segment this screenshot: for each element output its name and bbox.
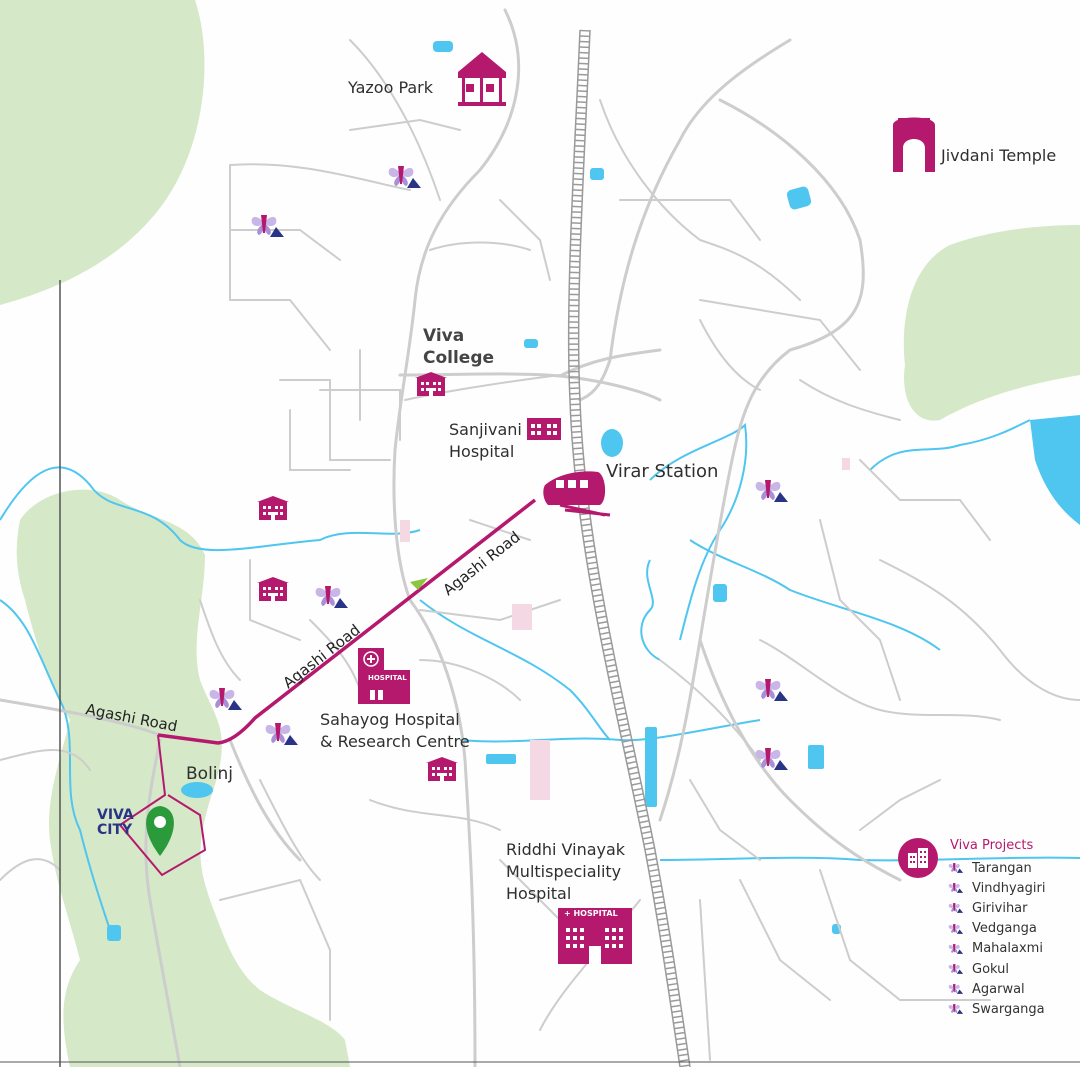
sahayog-hospital-label-line2: & Research Centre	[320, 732, 470, 751]
butterfly-icon	[948, 863, 964, 873]
legend-item-label: Mahalaxmi	[972, 941, 1043, 957]
legend-item-label: Swarganga	[972, 1001, 1045, 1017]
building-icon-1[interactable]	[257, 496, 289, 520]
riddhi-vinayak-hospital-icon[interactable]	[558, 908, 632, 964]
legend-item-label: Tarangan	[972, 860, 1032, 876]
building-icon-3[interactable]	[426, 757, 458, 781]
butterfly-icon	[948, 943, 964, 954]
butterfly-icon-5[interactable]	[265, 723, 298, 745]
riddhi-vinayak-label-line1: Riddhi Vinayak	[506, 840, 626, 859]
butterfly-icon-1[interactable]	[388, 166, 421, 188]
jivdani-temple-label: Jivdani Temple	[941, 146, 1057, 165]
butterfly-icon	[948, 1004, 964, 1015]
legend-item[interactable]: Vindhyagiri	[948, 878, 1045, 898]
butterfly-icon	[948, 903, 964, 914]
bolinj-label: Bolinj	[186, 764, 234, 784]
legend-item[interactable]: Swarganga	[948, 999, 1045, 1019]
sanjivani-hospital-label-line2: Hospital	[449, 442, 515, 461]
viva-city-label-line2: CITY	[97, 822, 133, 838]
butterfly-icon	[948, 964, 964, 974]
green-plot	[410, 578, 428, 590]
pink-plot-4	[400, 520, 410, 542]
pink-plot-2	[512, 604, 532, 630]
legend-item[interactable]: Tarangan	[948, 858, 1045, 878]
butterfly-icon	[948, 984, 964, 995]
sanjivani-hospital-icon[interactable]	[527, 418, 561, 440]
viva-city-label-line1: VIVA	[97, 807, 134, 823]
legend-item[interactable]: Vedganga	[948, 919, 1045, 939]
legend-list: Tarangan Vindhyagiri Girivihar Vedganga …	[948, 858, 1045, 1020]
sahayog-hospital-label-line1: Sahayog Hospital	[320, 710, 460, 729]
butterfly-icon	[948, 883, 964, 894]
butterfly-icon	[948, 923, 964, 934]
legend-item[interactable]: Agarwal	[948, 979, 1045, 999]
legend-item[interactable]: Mahalaxmi	[948, 939, 1045, 959]
viva-city-location-pin-icon[interactable]	[146, 806, 174, 856]
water-bodies	[107, 41, 1080, 941]
legend-item-label: Vedganga	[972, 921, 1037, 937]
train-icon[interactable]	[543, 471, 611, 517]
viva-college-label-line2: College	[423, 348, 495, 368]
sahayog-hospital-icon[interactable]	[358, 648, 410, 704]
butterfly-icon-4[interactable]	[209, 688, 242, 710]
temple-gate-icon[interactable]	[893, 117, 935, 173]
legend-item-label: Gokul	[972, 961, 1010, 977]
butterfly-icon-3[interactable]	[315, 586, 348, 608]
sanjivani-hospital-label-line1: Sanjivani	[449, 420, 522, 439]
riddhi-vinayak-label-line3: Hospital	[506, 884, 572, 903]
legend-item[interactable]: Gokul	[948, 959, 1045, 979]
carousel-icon[interactable]	[458, 52, 506, 106]
legend-title: Viva Projects	[950, 838, 1034, 853]
building-cluster-icon	[898, 838, 938, 878]
legend-item-label: Vindhyagiri	[972, 880, 1046, 896]
yazoo-park-label: Yazoo Park	[348, 78, 434, 97]
viva-city-boundary	[118, 734, 207, 877]
butterfly-icon-6[interactable]	[755, 480, 788, 502]
virar-station-label: Virar Station	[606, 461, 719, 482]
main-roads	[0, 8, 902, 1067]
butterfly-icon-7[interactable]	[755, 679, 788, 701]
legend-item-label: Agarwal	[972, 981, 1025, 997]
agashi-road-line	[157, 498, 537, 745]
legend-item[interactable]: Girivihar	[948, 898, 1045, 918]
viva-college-label-line1: Viva	[423, 326, 465, 346]
hospital-sign-text-2: + HOSPITAL	[564, 909, 618, 918]
legend-item-label: Girivihar	[972, 900, 1028, 916]
streams	[0, 419, 1080, 931]
hospital-sign-text: HOSPITAL	[368, 674, 407, 682]
pink-plot-1	[842, 458, 850, 470]
butterfly-icon-2[interactable]	[251, 215, 284, 237]
minor-roads	[0, 39, 1080, 1061]
riddhi-vinayak-label-line2: Multispeciality	[506, 862, 622, 881]
building-icon-2[interactable]	[257, 577, 289, 601]
railway	[567, 29, 691, 1067]
pink-plot-3	[530, 740, 550, 800]
